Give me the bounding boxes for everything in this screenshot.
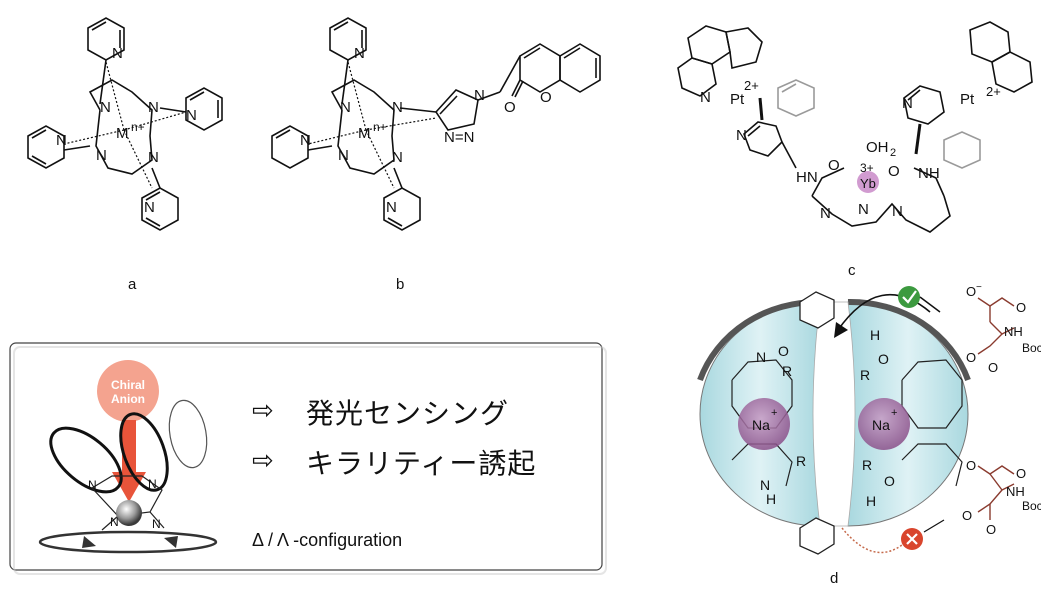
structure-d	[697, 286, 971, 555]
c-hn: HN	[796, 169, 818, 186]
c-n1: N	[820, 205, 831, 222]
a-charge: n+	[131, 120, 145, 134]
a-n2: N	[148, 99, 159, 116]
d-o3: O	[884, 473, 895, 489]
c-o-right: O	[888, 163, 900, 180]
b-ring-o: O	[540, 89, 552, 106]
b-charge: n+	[373, 120, 387, 134]
b-n1: N	[340, 99, 351, 116]
a-n6: N	[186, 107, 197, 124]
configuration-text: Δ / Λ -configuration	[252, 530, 403, 550]
c-n-pyr-left: N	[736, 127, 747, 144]
structure-c-yb	[857, 171, 879, 193]
d-na-right-plus: +	[891, 407, 897, 419]
asp-boc: Boc	[1022, 341, 1041, 355]
d-h1: H	[870, 327, 880, 343]
c-n3: N	[892, 203, 903, 220]
asp-o-minus2: O	[988, 360, 998, 375]
c-n-phen-left: N	[700, 89, 711, 106]
b-triazole: N=N	[444, 129, 474, 146]
c-water: OH	[866, 139, 889, 156]
asp-o-minus: O	[966, 284, 976, 299]
d-na-left: Na	[752, 417, 770, 433]
d-r1: R	[782, 363, 792, 379]
chirality-text: キラリティー誘起	[306, 447, 537, 480]
asp-o2: O	[966, 350, 976, 365]
asp-o: O	[1016, 300, 1026, 315]
anion-text-2: Anion	[111, 392, 145, 406]
d-r4: R	[862, 457, 872, 473]
d-o1: O	[778, 343, 789, 359]
a-n5: N	[56, 132, 67, 149]
c-pt-left: Pt	[730, 91, 745, 108]
d-na-right: Na	[872, 417, 890, 433]
c-n2: N	[858, 201, 869, 218]
label-c: c	[848, 262, 856, 279]
sensing-text: 発光センシング	[306, 397, 510, 430]
a-metal: M	[116, 125, 129, 142]
d-n2: N	[760, 477, 770, 493]
scheme-n3: N	[110, 515, 119, 529]
b-metal: M	[358, 125, 371, 142]
arrow-1: ⇨	[252, 396, 275, 426]
label-d: d	[830, 570, 839, 587]
b-n2: N	[392, 99, 403, 116]
structure-b-labels: N N N N N N N M n+ N=N N O O	[300, 45, 552, 216]
scheme-n1: N	[88, 478, 97, 492]
d-na-left-plus: +	[771, 407, 777, 419]
b-triazole-n: N	[474, 87, 485, 104]
scheme-box	[9, 342, 607, 575]
arrow-2: ⇨	[252, 446, 275, 476]
structure-b	[271, 17, 601, 231]
d-h3: H	[866, 493, 876, 509]
b-n3: N	[338, 147, 349, 164]
glu-nh: NH	[1006, 484, 1025, 499]
structure-a	[27, 17, 223, 231]
label-a: a	[128, 276, 137, 293]
glu-o: O	[1016, 466, 1026, 481]
glu-o2: O	[962, 508, 972, 523]
glu-boc: Boc	[1022, 499, 1041, 513]
c-n-pyr-right: N	[902, 95, 913, 112]
asp-minus: −	[976, 282, 982, 293]
structure-d-labels: Na + Na + R R R R H H H N O O N O	[752, 327, 897, 509]
d-h2: H	[766, 491, 776, 507]
anion-text-1: Chiral	[111, 378, 145, 392]
scheme-n4: N	[152, 517, 161, 531]
anion-labels: O − O NH Boc O O O O NH Boc O O	[962, 282, 1041, 537]
c-yb-charge: 3+	[860, 161, 874, 175]
a-n3: N	[96, 147, 107, 164]
structure-c-labels: N Pt 2+ N Pt 2+ N Yb 3+ OH 2 HN NH O O N…	[700, 78, 1001, 222]
a-n1: N	[100, 99, 111, 116]
c-yb: Yb	[860, 176, 876, 191]
b-n7: N	[386, 199, 397, 216]
d-o2: O	[878, 351, 889, 367]
scheme-n2: N	[148, 477, 157, 491]
b-n4: N	[392, 149, 403, 166]
a-n8: N	[144, 199, 155, 216]
a-n7: N	[112, 45, 123, 62]
glu-o-minus2: O	[986, 522, 996, 537]
b-n5: N	[300, 132, 311, 149]
d-r3: R	[796, 453, 806, 469]
structure-a-labels: N N N N N N N N M n+	[56, 45, 197, 216]
glu-o-minus: O	[966, 458, 976, 473]
c-water-sub: 2	[890, 147, 896, 159]
c-pt-left-charge: 2+	[744, 78, 759, 93]
a-n4: N	[148, 149, 159, 166]
label-b: b	[396, 276, 405, 293]
d-n1: N	[756, 349, 766, 365]
c-pt-right: Pt	[960, 91, 975, 108]
asp-nh: NH	[1004, 324, 1023, 339]
anion-structures	[977, 297, 1015, 520]
d-r2: R	[860, 367, 870, 383]
scheme-labels: Chiral Anion N N N N	[88, 378, 161, 531]
c-o-left: O	[828, 157, 840, 174]
c-pt-right-charge: 2+	[986, 84, 1001, 99]
c-nh: NH	[918, 165, 940, 182]
b-n6: N	[354, 45, 365, 62]
structure-c	[677, 21, 1033, 233]
b-carbonyl-o: O	[504, 99, 516, 116]
